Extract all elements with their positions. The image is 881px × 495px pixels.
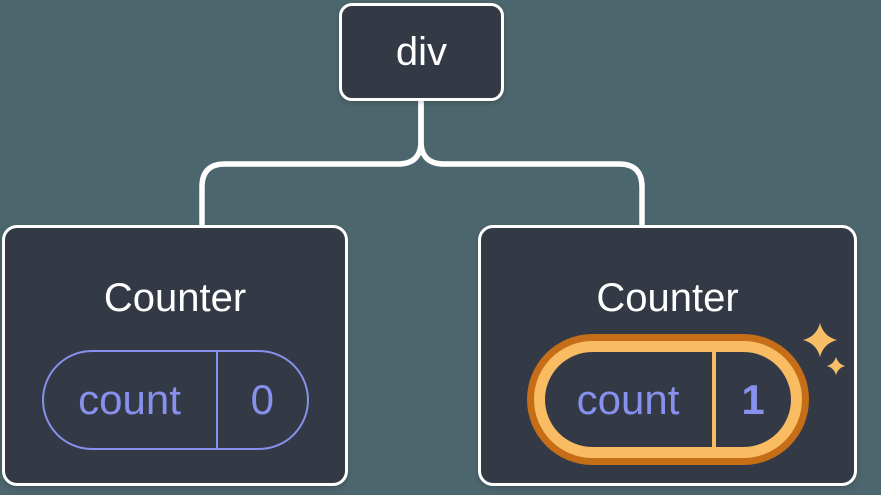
state-name-label: count	[78, 376, 181, 423]
state-name-segment: count	[545, 352, 712, 447]
state-pill-divider	[711, 352, 716, 447]
state-value-label: 0	[250, 376, 274, 423]
component-title: Counter	[596, 276, 739, 320]
root-node: div	[339, 3, 504, 101]
state-name-segment: count	[44, 352, 216, 448]
state-value-segment: 1	[716, 352, 791, 447]
state-name-label: count	[576, 375, 680, 423]
sparkles-icon	[803, 323, 845, 375]
highlight-inner-ring: count 1	[533, 341, 802, 458]
state-value-segment: 0	[218, 352, 307, 448]
root-node-label: div	[395, 30, 448, 74]
sparkle-large-icon	[803, 323, 837, 357]
connector-right-branch	[418, 101, 645, 226]
state-pill-highlight-ring: count 1	[526, 334, 809, 465]
counter-component-right: Counter count 1	[478, 225, 857, 486]
state-pill: count 0	[41, 350, 309, 450]
component-title: Counter	[103, 276, 247, 320]
connector-left-branch	[199, 101, 424, 226]
state-value-label: 1	[741, 375, 765, 423]
state-pill: count 1	[544, 352, 791, 447]
sparkle-small-icon	[827, 357, 845, 375]
counter-component-left: Counter count 0	[2, 225, 348, 486]
state-pill-divider	[215, 352, 218, 448]
